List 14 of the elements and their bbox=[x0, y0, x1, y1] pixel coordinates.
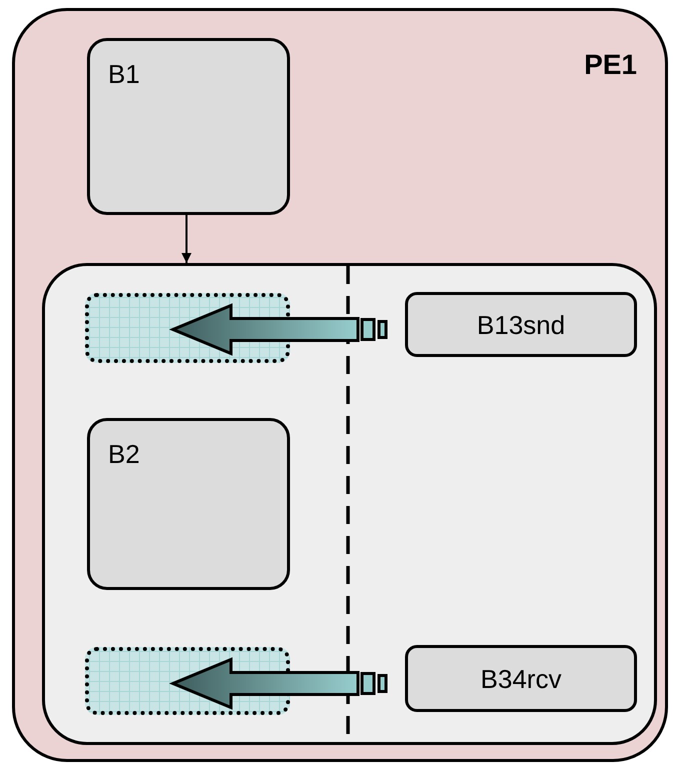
box-label: B34rcv bbox=[480, 666, 562, 692]
inner-panel bbox=[42, 263, 657, 745]
block-arrow bbox=[169, 303, 388, 356]
box-label: B13snd bbox=[476, 312, 566, 338]
panel-title: PE1 bbox=[584, 51, 637, 79]
process-box bbox=[405, 292, 637, 357]
process-box bbox=[87, 38, 290, 215]
box-label: B1 bbox=[108, 61, 140, 87]
block-arrow bbox=[169, 657, 388, 710]
outer-panel bbox=[12, 8, 668, 762]
process-box bbox=[87, 418, 290, 590]
process-box bbox=[405, 645, 637, 712]
arrow bbox=[182, 215, 192, 263]
box-label: B2 bbox=[108, 441, 140, 467]
